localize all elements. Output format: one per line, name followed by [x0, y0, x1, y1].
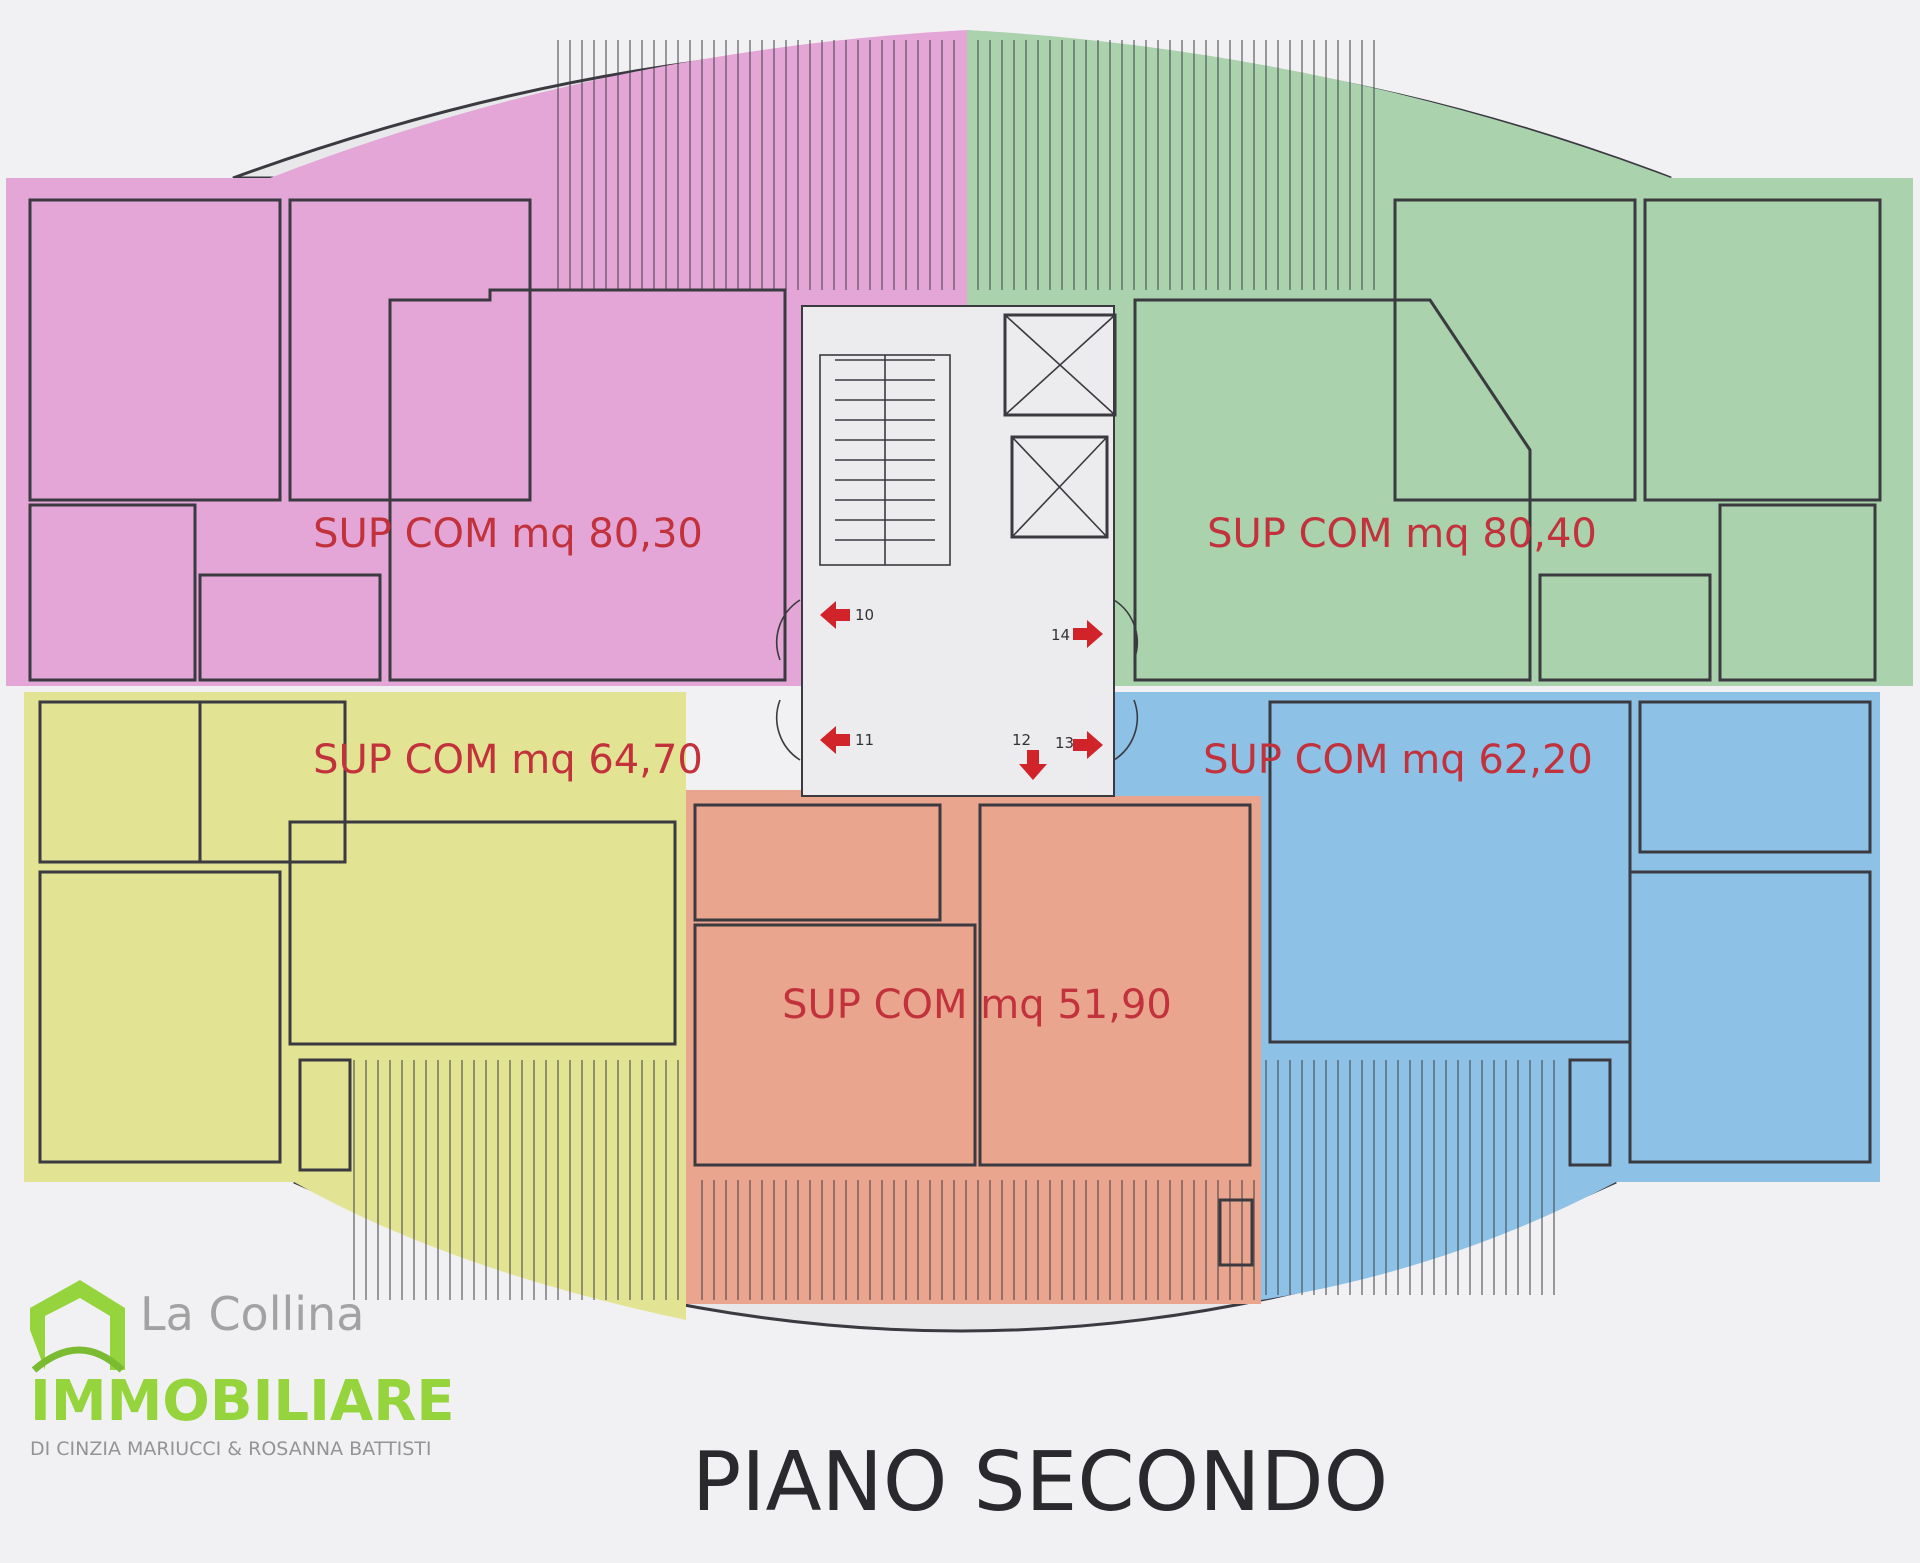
unit-north-east — [967, 30, 1913, 686]
unit-area-label: SUP COM mq 80,30 — [313, 511, 703, 557]
arrow-left-icon — [820, 601, 850, 629]
door-number: 11 — [855, 731, 874, 749]
walls — [28, 198, 1882, 1267]
door-number: 10 — [855, 606, 874, 624]
watermark-logo: La Collina IMMOBILIARE DI CINZIA MARIUCC… — [30, 1280, 455, 1460]
unit-south-east — [1114, 692, 1880, 1300]
unit-area-label: SUP COM mq 51,90 — [782, 982, 1172, 1028]
watermark-line3: DI CINZIA MARIUCCI & ROSANNA BATTISTI — [30, 1438, 432, 1460]
central-hall — [801, 305, 1115, 797]
arrow-down-icon — [1019, 750, 1047, 780]
door-number: 14 — [1051, 626, 1070, 644]
watermark-line2: IMMOBILIARE — [30, 1369, 455, 1434]
plan-title: PIANO SECONDO — [692, 1435, 1388, 1530]
door-number: 12 — [1012, 731, 1031, 749]
door-arrows — [820, 601, 1103, 780]
unit-area-label: SUP COM mq 80,40 — [1207, 511, 1597, 557]
unit-area-label: SUP COM mq 64,70 — [313, 737, 703, 783]
arrow-left-icon — [820, 726, 850, 754]
unit-area-label: SUP COM mq 62,20 — [1203, 737, 1593, 783]
door-number: 13 — [1055, 734, 1074, 752]
watermark-line1: La Collina — [140, 1287, 364, 1341]
unit-south-west — [24, 692, 686, 1320]
arrow-right-icon — [1073, 620, 1103, 648]
house-icon — [30, 1280, 125, 1370]
arrow-right-icon — [1073, 731, 1103, 759]
unit-north-west — [6, 30, 967, 686]
